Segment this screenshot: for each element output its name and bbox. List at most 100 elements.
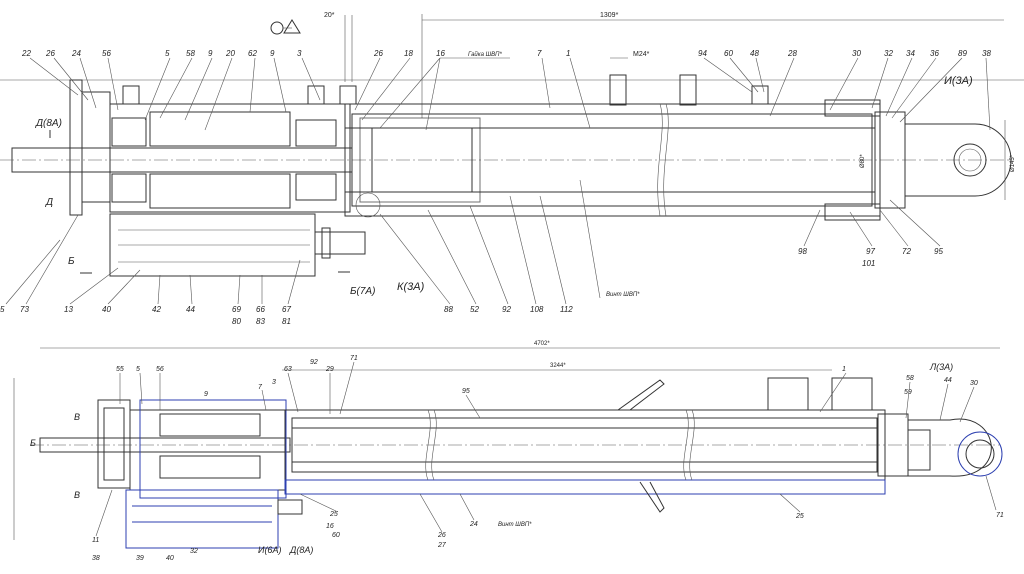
callout-44b: 44	[944, 377, 952, 384]
section-v-bot: В	[74, 490, 80, 500]
dim-d145: Ø145*	[1010, 154, 1016, 172]
callout-59: 59	[904, 389, 912, 396]
callout-58: 58	[186, 49, 195, 58]
callout-92b: 92	[310, 359, 318, 366]
callout-56b: 56	[156, 366, 164, 373]
callout-88: 88	[444, 305, 453, 314]
callout-25: 25	[329, 511, 338, 518]
callout-22: 22	[21, 49, 31, 58]
callout-112: 112	[560, 305, 573, 314]
section-d: Д	[45, 197, 53, 208]
callout-30b: 30	[970, 380, 978, 387]
callout-60: 60	[724, 49, 733, 58]
callout-73: 73	[20, 305, 29, 314]
callout-67: 67	[282, 305, 291, 314]
callout-26b: 26	[373, 49, 383, 58]
callout-44: 44	[186, 305, 195, 314]
callout-24: 24	[71, 49, 81, 58]
top-callouts: 22 26 24 56 5 58 9 20 62 9 3 26 18 16 7 …	[21, 49, 991, 58]
callout-24b: 24	[469, 521, 478, 528]
callout-62: 62	[248, 49, 257, 58]
bottom-assembly-view: 4702* 3244*	[13, 341, 1004, 562]
callout-56: 56	[102, 49, 111, 58]
callout-95b: 95	[462, 388, 470, 395]
callout-58b: 58	[906, 375, 914, 382]
callout-16b: 16	[326, 523, 334, 530]
callout-94: 94	[698, 49, 707, 58]
callout-20: 20	[225, 49, 235, 58]
callout-66: 66	[256, 305, 265, 314]
callout-26c: 26	[437, 532, 446, 539]
callout-71: 71	[350, 355, 358, 362]
section-l3a: Л(3А)	[929, 362, 953, 372]
callout-108: 108	[530, 305, 544, 314]
callout-98: 98	[798, 247, 807, 256]
callout-27: 27	[437, 542, 447, 549]
callout-30: 30	[852, 49, 861, 58]
section-v-top: В	[74, 412, 80, 422]
callout-97: 97	[866, 247, 875, 256]
section-b: Б	[68, 256, 75, 267]
callout-52: 52	[470, 305, 479, 314]
dim-m24: M24*	[633, 51, 650, 58]
callout-40: 40	[102, 305, 111, 314]
callout-16: 16	[436, 49, 445, 58]
section-d8a: Д(8А)	[35, 118, 62, 129]
section-i6a: И(6А)	[258, 545, 281, 555]
note-ball-screw-bottom: Винт ШВП*	[498, 522, 532, 528]
callout-36: 36	[930, 49, 939, 58]
callout-9b: 9	[270, 49, 275, 58]
section-d8a-bot: Д(8А)	[289, 545, 313, 555]
bottom-lower-callouts: 11 38 39 40 32 25 60 16 26 27 24 25 71	[92, 511, 1004, 562]
callout-1b: 1	[842, 366, 846, 373]
callout-5b: 5	[136, 366, 140, 373]
callout-55: 55	[116, 366, 124, 373]
callout-11: 11	[92, 537, 99, 544]
callout-38: 38	[982, 49, 991, 58]
callout-34: 34	[906, 49, 915, 58]
callout-42: 42	[152, 305, 161, 314]
callout-40b: 40	[166, 555, 174, 562]
callout-26: 26	[45, 49, 55, 58]
callout-89: 89	[958, 49, 967, 58]
callout-48: 48	[750, 49, 759, 58]
bottom-leader-lines	[95, 361, 997, 537]
callout-3b: 3	[272, 379, 276, 386]
callout-38b: 38	[92, 555, 100, 562]
section-k3a: К(3А)	[397, 281, 425, 293]
callout-32: 32	[884, 49, 893, 58]
callout-72: 72	[902, 247, 911, 256]
section-b7a: Б(7А)	[350, 286, 375, 297]
callout-29: 29	[325, 366, 334, 373]
callout-9: 9	[208, 49, 213, 58]
callout-32b: 32	[190, 548, 198, 555]
top-leader-lines	[29, 57, 991, 131]
note-ball-screw: Винт ШВП*	[606, 292, 640, 298]
callout-63: 63	[284, 366, 292, 373]
callout-95: 95	[934, 247, 943, 256]
top-assembly-view: 1309* 20* M24*	[0, 12, 1024, 326]
note-ball-nut: Гайка ШВП*	[468, 51, 502, 58]
callout-1: 1	[566, 49, 570, 58]
callout-7b: 7	[258, 384, 263, 391]
callout-5: 5	[165, 49, 170, 58]
callout-81: 81	[282, 317, 291, 326]
dim-4702: 4702*	[534, 341, 550, 347]
callout-69: 69	[232, 305, 241, 314]
dim-3244: 3244*	[550, 363, 566, 369]
callout-71b: 71	[996, 512, 1004, 519]
callout-60b: 60	[332, 532, 340, 539]
dim-1309: 1309*	[600, 12, 619, 19]
callout-9c: 9	[204, 391, 208, 398]
callout-101: 101	[862, 259, 875, 268]
dim-20: 20*	[324, 12, 335, 19]
callout-28: 28	[787, 49, 797, 58]
section-b-bot: Б	[30, 438, 36, 448]
top-bottom-callouts: 5 73 13 40 42 44 69 66 67 80 83 81 88 52…	[0, 247, 943, 326]
callout-18: 18	[404, 49, 413, 58]
section-i3a: И(3А)	[944, 75, 973, 87]
callout-3: 3	[297, 49, 302, 58]
callout-25b: 25	[795, 513, 804, 520]
callout-83: 83	[256, 317, 265, 326]
top-bolts	[122, 74, 769, 106]
